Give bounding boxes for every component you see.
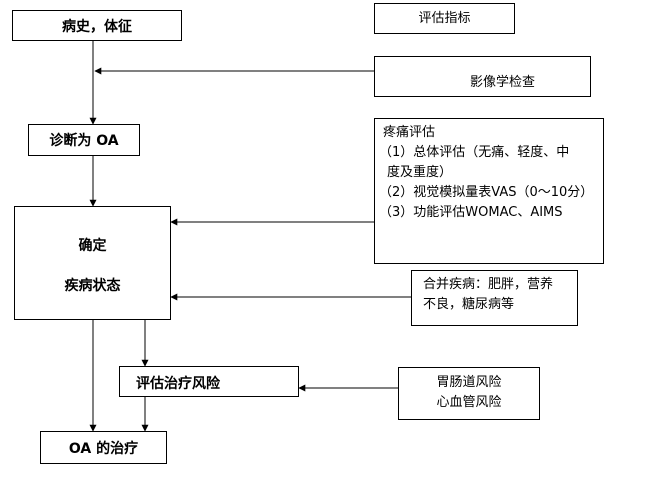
gi-cv-risk-box: 胃肠道风险 心血管风险 bbox=[398, 367, 540, 420]
confirm-status-box: 确定 疾病状态 bbox=[14, 206, 171, 320]
pain-line-3: （2）视觉模拟量表VAS（0～10分） bbox=[379, 185, 594, 200]
comorbid-line-2: 不良，糖尿病等 bbox=[423, 297, 515, 312]
pain-line-1: （1）总体评估（无痛、轻度、中 bbox=[379, 145, 570, 160]
pain-title: 疼痛评估 bbox=[383, 125, 436, 140]
history-label: 病史，体征 bbox=[62, 18, 132, 35]
gi-risk-label: 胃肠道风险 bbox=[436, 375, 502, 390]
pain-line-2: 度及重度） bbox=[387, 165, 453, 180]
cv-risk-label: 心血管风险 bbox=[436, 395, 502, 410]
risk-label: 评估治疗风险 bbox=[136, 376, 220, 392]
imaging-label: 影像学检查 bbox=[469, 74, 535, 90]
treatment-box: OA 的治疗 bbox=[40, 431, 167, 464]
confirm-line-2: 疾病状态 bbox=[64, 278, 121, 294]
pain-line-4: （3）功能评估WOMAC、AIMS bbox=[379, 205, 563, 220]
pain-assessment-box: 疼痛评估 （1）总体评估（无痛、轻度、中 度及重度） （2）视觉模拟量表VAS（… bbox=[374, 118, 604, 264]
diagnosis-label: 诊断为 OA bbox=[49, 133, 119, 149]
indicators-label: 评估指标 bbox=[418, 10, 471, 26]
comorbid-line-1: 合并疾病：肥胖，营养 bbox=[423, 277, 554, 292]
diagnosis-box: 诊断为 OA bbox=[28, 124, 140, 156]
confirm-line-1: 确定 bbox=[78, 238, 107, 254]
history-box: 病史，体征 bbox=[12, 10, 182, 41]
comorbidities-box: 合并疾病：肥胖，营养 不良，糖尿病等 bbox=[411, 270, 578, 326]
treatment-label: OA 的治疗 bbox=[68, 440, 139, 457]
imaging-box: 影像学检查 bbox=[374, 56, 591, 97]
indicators-box: 评估指标 bbox=[374, 3, 515, 34]
risk-assessment-box: 评估治疗风险 bbox=[119, 366, 299, 397]
